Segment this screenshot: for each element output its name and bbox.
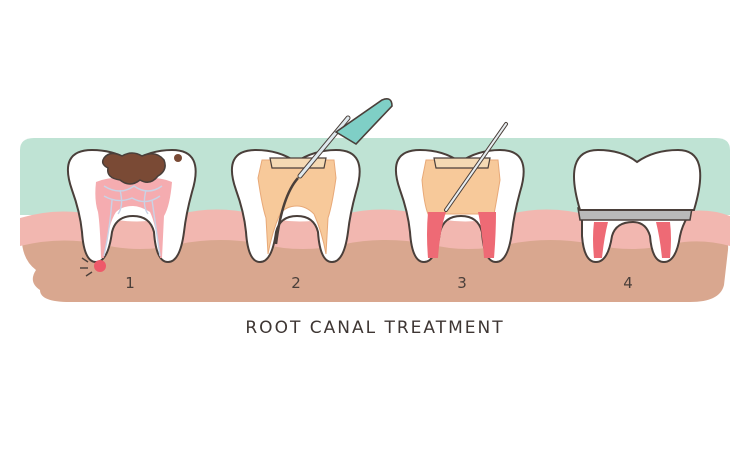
tooth-1-decay-spot xyxy=(174,154,182,162)
tooth-1-nerves xyxy=(103,185,163,257)
tooth-step-4 xyxy=(573,148,702,264)
gum-back-band xyxy=(20,138,730,215)
step-number-4: 4 xyxy=(623,274,633,292)
tooth-4-root-filling-right xyxy=(656,222,671,258)
tooth-step-1 xyxy=(67,148,197,277)
step-number-1: 1 xyxy=(125,274,135,292)
diagram-caption: ROOT CANAL TREATMENT xyxy=(245,318,505,338)
step-number-3: 3 xyxy=(457,274,467,292)
tooth-1-pulp xyxy=(95,177,172,258)
tooth-3-instrument xyxy=(444,122,508,212)
tooth-3-root-filling-right xyxy=(478,212,496,258)
tooth-1-abscess xyxy=(94,260,106,272)
tooth-4-root-filling-left xyxy=(593,222,608,258)
gum-pink xyxy=(20,209,730,249)
tooth-2-cleaned-chamber xyxy=(257,159,337,255)
tooth-4-crown xyxy=(573,148,702,211)
tooth-step-3 xyxy=(395,122,525,264)
tooth-1-pain-marks xyxy=(80,257,93,277)
tooth-3-root-filling-left xyxy=(427,212,446,258)
tooth-2-cavity-opening xyxy=(269,157,327,169)
tooth-step-2 xyxy=(231,98,393,264)
tooth-2-instrument xyxy=(274,98,393,245)
jaw-bone xyxy=(21,223,729,302)
step-number-2: 2 xyxy=(291,274,301,292)
tooth-1-decay xyxy=(101,152,166,185)
